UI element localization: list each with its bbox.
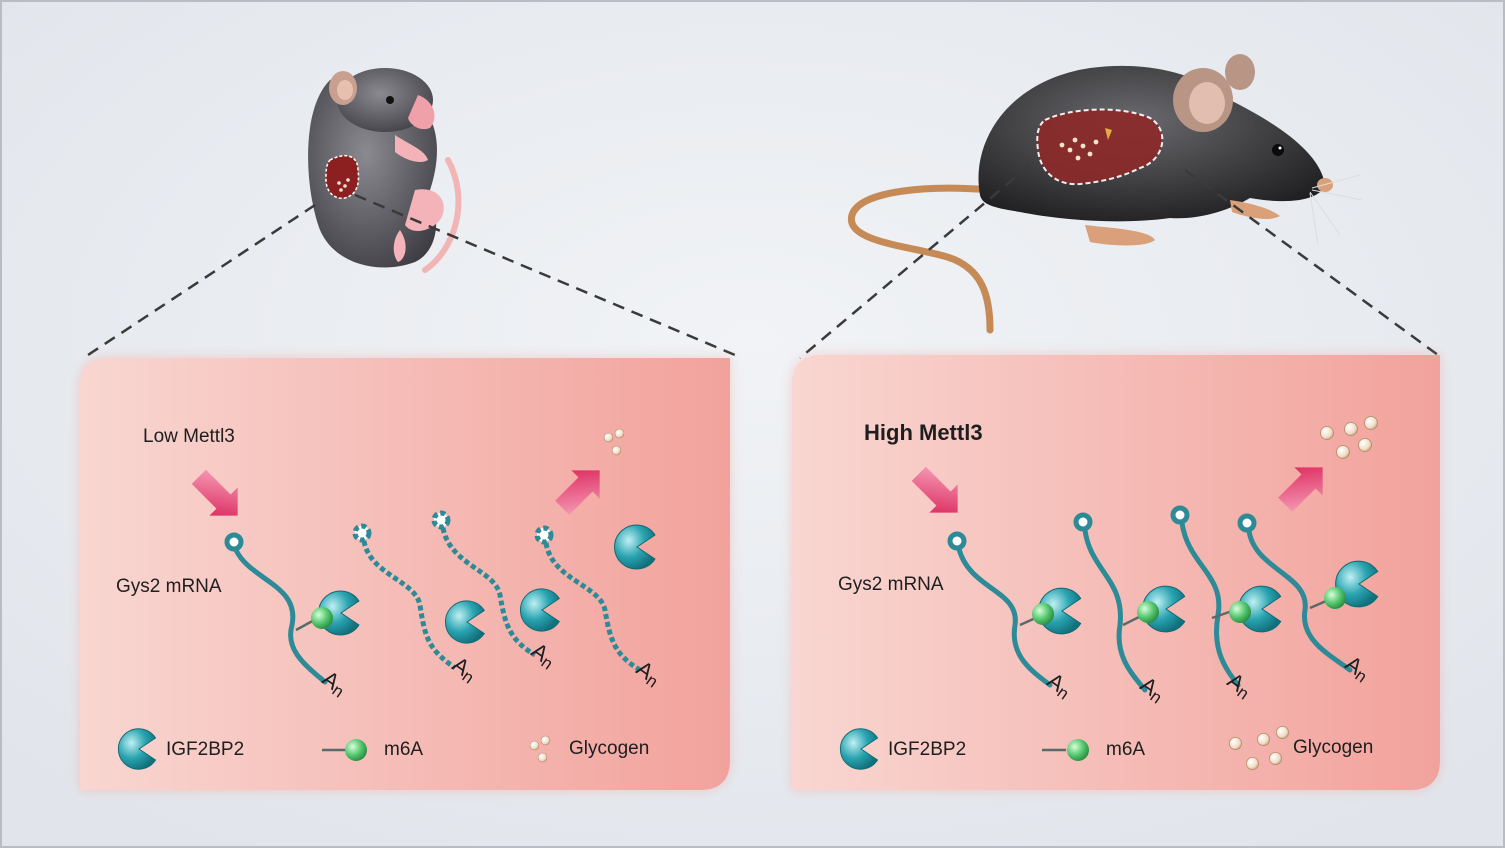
mrna-strand: [352, 523, 457, 671]
signal-label: Low Mettl3: [143, 426, 235, 447]
legend-product-label: Glycogen: [569, 738, 650, 759]
m6a-icon: [311, 607, 333, 629]
legend-product-label: Glycogen: [1293, 737, 1374, 758]
legend-modification-label: m6A: [384, 739, 424, 760]
arrow-icon: [555, 470, 600, 515]
right-panel: [792, 355, 1440, 790]
m6a-icon: [1032, 603, 1054, 625]
mrna-strand: [947, 531, 1053, 688]
legend-protein-label: IGF2BP2: [888, 739, 967, 760]
m6a-icon: [1229, 601, 1251, 623]
mrna-strand: [534, 525, 642, 673]
arrow-icon: [1278, 467, 1323, 512]
legend-modification-label: m6A: [1106, 739, 1146, 760]
liver-icon: [325, 154, 360, 200]
legend-protein-label: IGF2BP2: [166, 739, 245, 760]
mrna-label: Gys2 mRNA: [838, 574, 944, 595]
liver-icon: [1036, 108, 1164, 186]
zoom-lines: [87, 164, 1439, 359]
mrna-label: Gys2 mRNA: [116, 576, 222, 597]
mrna-strand: [224, 532, 328, 685]
mrna-strand: [1073, 512, 1148, 693]
m6a-icon: [345, 739, 367, 761]
left-panel: [80, 358, 730, 790]
mrna-strand: [431, 510, 537, 658]
young-mouse-icon: [308, 68, 462, 273]
mrna-strand: [1237, 513, 1353, 673]
adult-mouse-icon: [848, 54, 1363, 334]
m6a-icon: [1324, 587, 1346, 609]
arrow-icon: [191, 469, 238, 516]
m6a-icon: [1137, 601, 1159, 623]
mrna-strand: [1170, 505, 1241, 688]
arrow-icon: [911, 466, 958, 513]
binding-complexes: [1019, 560, 1379, 635]
m6a-icon: [1067, 739, 1089, 761]
signal-label: High Mettl3: [864, 420, 983, 445]
